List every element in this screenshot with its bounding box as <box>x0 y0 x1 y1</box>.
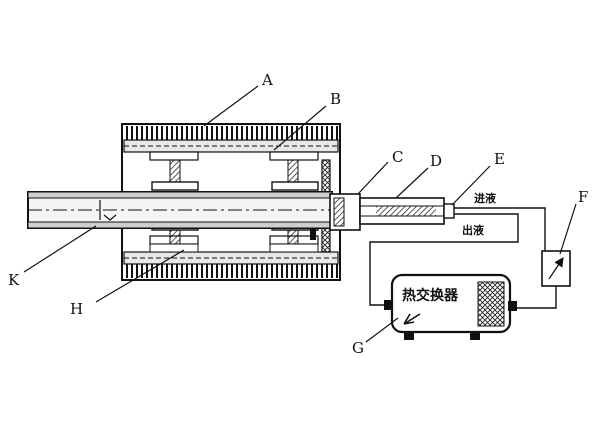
coolant-loop <box>369 207 557 309</box>
label-f: F <box>578 188 588 206</box>
heat-exchanger: 热交换器 <box>384 273 517 340</box>
label-a: A <box>261 71 273 89</box>
label-c: C <box>392 148 403 166</box>
label-b: B <box>330 90 341 108</box>
label-e: E <box>494 150 505 168</box>
inlet-label: 进液 <box>474 191 497 205</box>
label-g: G <box>352 339 364 357</box>
housing-bottom-fins <box>124 264 338 278</box>
leader-lines <box>23 85 577 343</box>
outlet-label: 出液 <box>462 223 485 237</box>
label-h: H <box>70 300 83 318</box>
label-k: K <box>8 271 20 289</box>
label-d: D <box>430 152 442 170</box>
housing-top-fins <box>124 126 338 140</box>
heat-exchanger-label: 热交换器 <box>402 287 459 304</box>
rotary-joint <box>329 193 455 231</box>
hollow-shaft <box>27 191 333 229</box>
flow-meter <box>541 250 571 287</box>
